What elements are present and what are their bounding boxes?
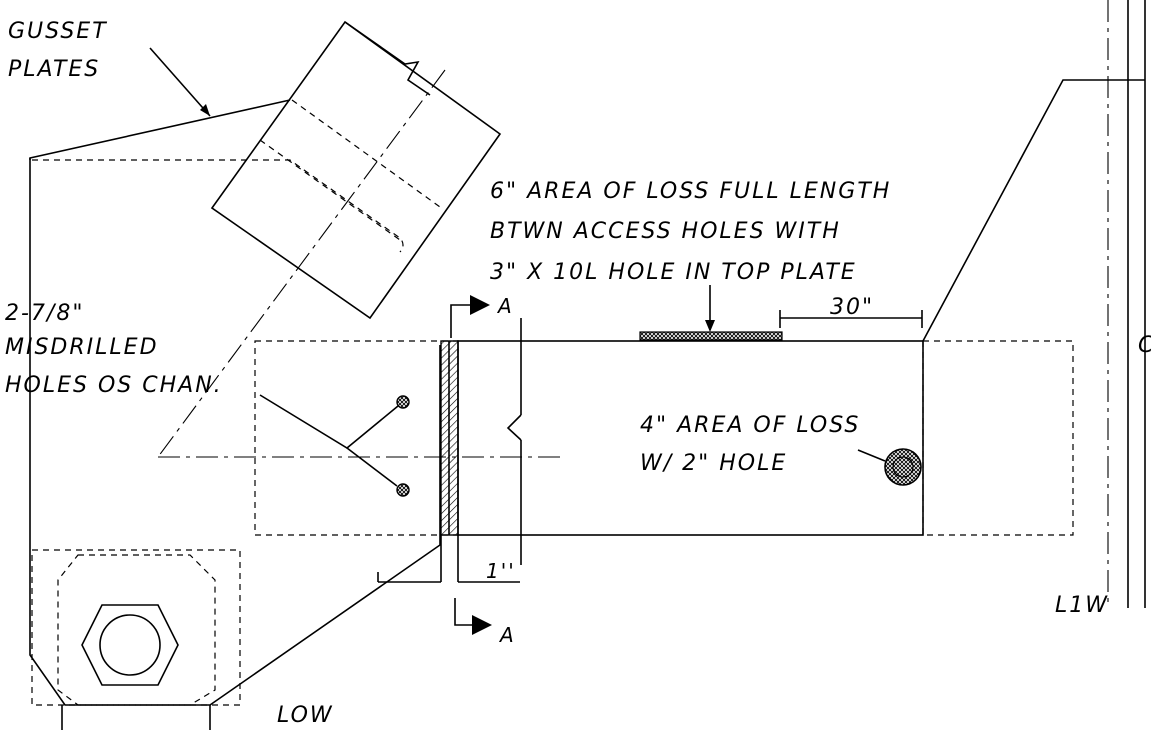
section-mark-bottom-arrow <box>472 615 492 635</box>
diagonal-break-line <box>344 21 431 96</box>
misdrilled-hole-lower <box>396 483 410 497</box>
dim-1-label: 1'' <box>486 559 516 583</box>
nut-hidden-hexagon <box>57 554 216 706</box>
loss-hole-inner <box>892 456 914 478</box>
misdrilled-label-1: 2-7/8" <box>5 301 84 326</box>
hex-nut <box>81 604 179 686</box>
section-mark-bottom-label: A <box>498 623 516 647</box>
dim-30-label: 30" <box>830 295 874 320</box>
gusset-plate-outline <box>29 99 441 706</box>
section-mark-bottom-line <box>454 598 472 626</box>
diagonal-member <box>210 20 502 320</box>
edge-letter-label: C <box>1138 333 1151 358</box>
diagonal-member-inner-top <box>291 99 441 208</box>
gusset-leader-arrow <box>200 104 210 116</box>
gusset-label-1: GUSSET <box>8 19 108 44</box>
diagonal-centerline <box>157 69 446 458</box>
top-plate-loss-area <box>639 331 783 341</box>
low-label: LOW <box>277 703 334 728</box>
misdrilled-label-2: MISDRILLED <box>5 335 159 360</box>
section-mark-top-arrow <box>470 295 490 315</box>
chord-hidden-right <box>922 340 1074 536</box>
misdrilled-leader <box>259 394 399 449</box>
nut-bolt-circle <box>99 614 161 676</box>
loss-full-arrow <box>705 320 715 332</box>
chord-break-zigzag <box>506 414 522 441</box>
loss-4-label-1: 4" AREA OF LOSS <box>640 413 860 438</box>
chord-member <box>457 340 924 536</box>
misdrilled-label-3: HOLES OS CHAN. <box>5 373 223 398</box>
diagonal-member-inner-mid <box>259 139 401 241</box>
gusset-leader <box>149 47 211 117</box>
right-gusset-edge <box>922 79 1145 342</box>
misdrilled-hole-upper <box>396 395 410 409</box>
misdrilled-leader-lower <box>346 447 398 487</box>
loss-4-leader <box>857 449 886 462</box>
loss-full-label-2: BTWN ACCESS HOLES WITH <box>490 219 841 244</box>
loss-full-label-3: 3" X 10L HOLE IN TOP PLATE <box>490 260 857 285</box>
section-mark-top-label: A <box>496 294 514 318</box>
gusset-hidden-outline <box>32 159 404 253</box>
nut-hidden-box <box>31 549 241 706</box>
l1w-label: L1W <box>1055 593 1109 618</box>
loss-hole-4in <box>884 448 922 486</box>
gusset-label-2: PLATES <box>8 57 100 82</box>
section-mark-top-line <box>450 304 470 338</box>
loss-full-label-1: 6" AREA OF LOSS FULL LENGTH <box>490 179 891 204</box>
chord-hidden-left <box>254 340 459 536</box>
loss-4-label-2: W/ 2" HOLE <box>640 451 787 476</box>
